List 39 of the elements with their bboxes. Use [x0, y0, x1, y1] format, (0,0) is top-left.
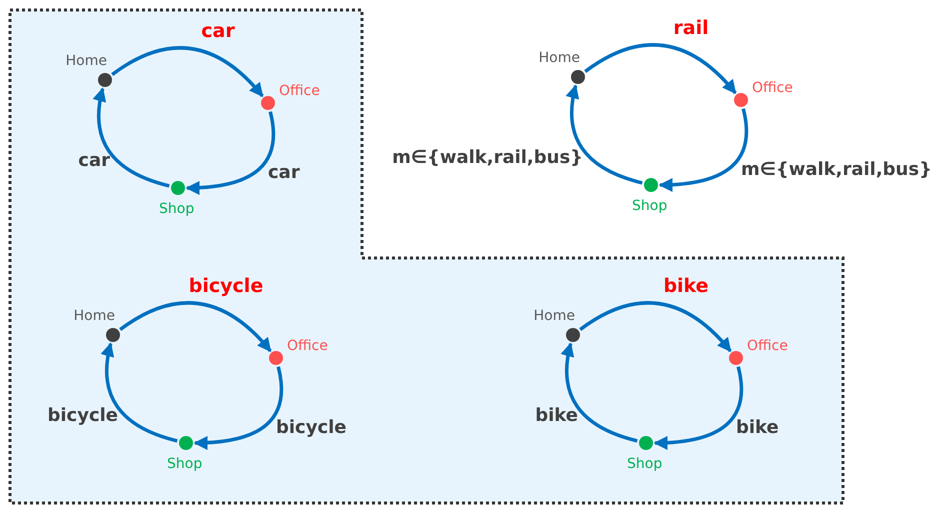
arrow — [584, 43, 737, 94]
location-dot — [734, 93, 748, 107]
edge-label: m∈{walk,rail,bus} — [392, 147, 583, 168]
arrow — [658, 108, 748, 192]
edge-label: bicycle — [47, 405, 118, 426]
arrow — [654, 366, 744, 450]
location-label: Shop — [159, 201, 194, 217]
location-label: Office — [287, 338, 328, 354]
location-label: Home — [538, 50, 580, 66]
arrow — [186, 111, 276, 195]
location-label: Home — [66, 53, 107, 69]
arrow — [194, 366, 284, 450]
arrow — [561, 342, 638, 443]
location-label: Office — [279, 83, 320, 99]
mode-title: bike — [663, 275, 709, 297]
arrow — [101, 342, 178, 443]
location-label: Office — [752, 80, 793, 96]
edge-label: m∈{walk,rail,bus} — [741, 159, 932, 180]
edge-label: car — [78, 150, 110, 171]
arrow — [119, 301, 272, 352]
mode-title: car — [201, 20, 235, 42]
arrow — [93, 87, 170, 188]
arrow — [579, 301, 732, 352]
arrow — [566, 84, 643, 185]
location-dot — [571, 70, 585, 84]
location-label: Home — [534, 308, 575, 324]
location-dot — [644, 178, 658, 192]
edge-label: bike — [535, 405, 578, 426]
mode-title: bicycle — [188, 275, 264, 297]
location-label: Shop — [627, 456, 662, 472]
location-label: Home — [74, 308, 115, 324]
location-label: Office — [747, 338, 788, 354]
edge-label: bike — [736, 417, 779, 438]
arrow — [111, 46, 264, 98]
mode-title: rail — [673, 17, 709, 39]
location-label: Shop — [632, 198, 668, 214]
location-label: Shop — [167, 456, 202, 472]
edge-label: car — [268, 162, 300, 183]
edge-label: bicycle — [276, 417, 347, 438]
